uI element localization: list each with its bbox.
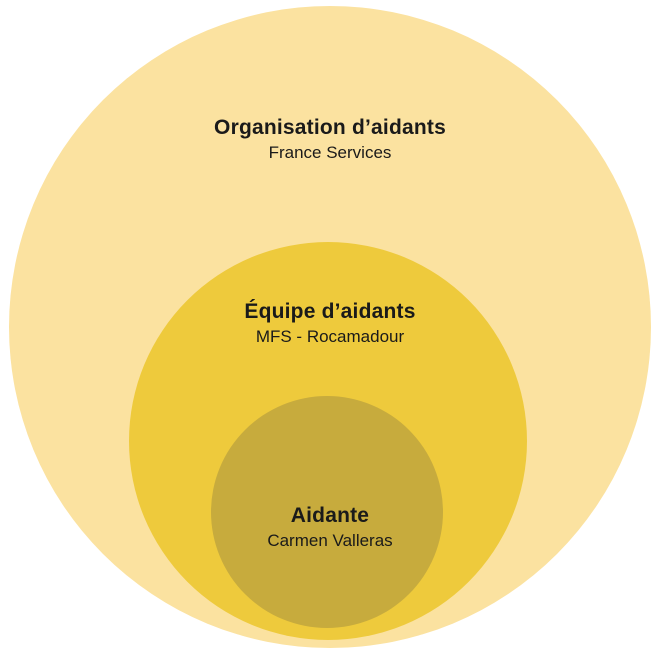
organisation-title: Organisation d’aidants: [214, 116, 446, 139]
equipe-label-group: Équipe d’aidants MFS - Rocamadour: [0, 299, 660, 349]
organisation-label-group: Organisation d’aidants France Services: [0, 115, 660, 165]
equipe-title: Équipe d’aidants: [244, 300, 416, 323]
circle-aidante: [211, 396, 443, 628]
aidante-subtitle: Carmen Valleras: [267, 531, 393, 550]
equipe-subtitle: MFS - Rocamadour: [255, 327, 405, 346]
organisation-subtitle: France Services: [268, 143, 392, 162]
aidante-title: Aidante: [290, 504, 370, 527]
aidante-label-group: Aidante Carmen Valleras: [0, 503, 660, 553]
